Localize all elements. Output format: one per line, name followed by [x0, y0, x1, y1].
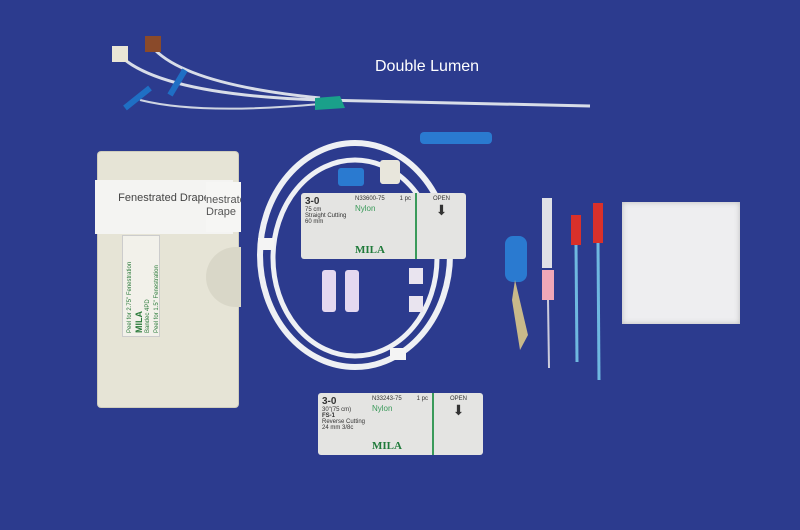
brown-luer-cap	[145, 36, 161, 52]
suture-pcs: 1 pc	[416, 396, 428, 402]
suture-brand: MILA	[372, 440, 402, 452]
peel-label: Peel for 2.75" Fenestration MILA Bandec …	[122, 235, 160, 337]
suture-usp: 3-0	[305, 196, 320, 207]
suture-needle-code: FS-1	[322, 413, 336, 419]
white-luer-cap	[112, 46, 128, 62]
kit-title: Double Lumen	[375, 58, 480, 75]
needleless-connectors	[322, 268, 423, 312]
peel-product: Bandec 4PD	[145, 299, 151, 333]
drape-label-secondary: nestrated Drape	[206, 182, 241, 232]
peel-brand: MILA	[134, 311, 144, 333]
gauze-pad	[622, 202, 740, 324]
suture-needle-size: 60 mm	[305, 219, 324, 225]
suture-pcs: 1 pc	[399, 196, 411, 202]
suture-material: Nylon	[355, 204, 376, 213]
suture-length: 75 cm	[305, 207, 322, 213]
wire-advancer	[420, 132, 492, 144]
introducer-needle	[542, 198, 554, 369]
catheter-hub	[315, 96, 345, 110]
double-lumen-catheter	[112, 36, 591, 111]
suture-length: 30"(75 cm)	[322, 407, 352, 413]
open-label: OPEN	[432, 196, 450, 202]
suture-pack-straight: 3-0 75 cm Straight Cutting 60 mm N33600-…	[301, 193, 466, 259]
suture-brand: MILA	[355, 244, 385, 256]
catheter-fastener	[380, 160, 400, 184]
fenestrated-drape: Fenestrated Drape nestrated Drape Peel f…	[95, 152, 241, 407]
catheter-clamp	[338, 168, 364, 186]
suture-code: N33600-75	[355, 196, 385, 202]
peel-text-b: Peel for 1.5" Fenestration	[154, 265, 160, 333]
suture-material: Nylon	[372, 404, 393, 413]
suture-needle: Reverse Cutting	[322, 419, 366, 425]
scalpel	[505, 236, 528, 350]
suture-needle-size: 24 mm 3/8c	[322, 425, 354, 431]
suture-usp: 3-0	[322, 396, 337, 407]
open-label: OPEN	[449, 396, 467, 402]
suture-needle: Straight Cutting	[305, 213, 347, 219]
suture-code: N33243-75	[372, 396, 402, 402]
suture-pack-curved: 3-0 30"(75 cm) FS-1 Reverse Cutting 24 m…	[318, 393, 483, 455]
syringe-needles	[571, 203, 603, 381]
